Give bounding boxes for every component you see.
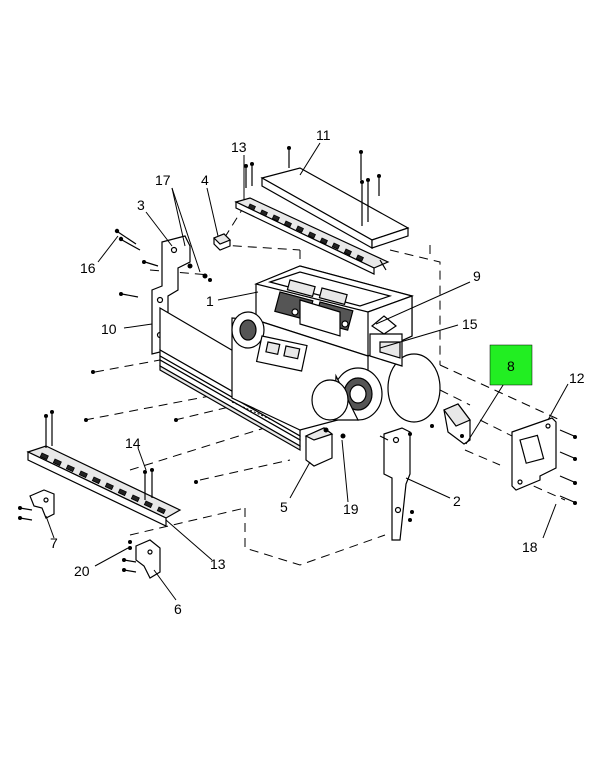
- front-panel: [159, 306, 301, 452]
- callout-8[interactable]: 8: [507, 358, 515, 374]
- callout-1[interactable]: 1: [206, 293, 214, 309]
- callout-13-top[interactable]: 13: [231, 139, 247, 155]
- callout-17[interactable]: 17: [155, 172, 171, 188]
- right-plate-12: [511, 417, 557, 491]
- callout-15[interactable]: 15: [462, 316, 478, 332]
- lower-step-13: [26, 445, 182, 527]
- callout-20[interactable]: 20: [74, 563, 90, 579]
- upper-step-13: [234, 197, 390, 275]
- right-bracket-2: [379, 427, 414, 541]
- left-bolts: [114, 228, 212, 298]
- part-6-bracket: [122, 539, 161, 579]
- part-4-block: [212, 233, 232, 251]
- upper-cover-11: [260, 167, 410, 250]
- callout-19[interactable]: 19: [343, 501, 359, 517]
- callout-6[interactable]: 6: [174, 601, 182, 617]
- part-7-bracket: [18, 489, 55, 521]
- callout-13-bottom[interactable]: 13: [210, 556, 226, 572]
- callout-2[interactable]: 2: [453, 493, 461, 509]
- callout-5[interactable]: 5: [280, 499, 288, 515]
- callout-18[interactable]: 18: [522, 539, 538, 555]
- central-unit: [231, 265, 441, 431]
- callout-3[interactable]: 3: [137, 197, 145, 213]
- part-5-box: [304, 427, 346, 467]
- callout-7[interactable]: 7: [50, 535, 58, 551]
- top-bolts: [244, 146, 387, 271]
- callout-10[interactable]: 10: [101, 321, 117, 337]
- part-8-bracket: [430, 403, 471, 445]
- misc-bolts: [84, 370, 198, 484]
- right-bolts: [559, 429, 577, 505]
- callout-labels: 1 2 3 4 5 6 7 8 9 10 11 12 13 13 14 15 1…: [50, 127, 585, 617]
- callout-9[interactable]: 9: [473, 268, 481, 284]
- callout-16[interactable]: 16: [80, 260, 96, 276]
- highlight-box-8[interactable]: [489, 344, 533, 386]
- lower-step-bolts: [44, 410, 154, 500]
- leader-lines: [45, 142, 569, 601]
- callout-11[interactable]: 11: [316, 127, 331, 143]
- callout-4[interactable]: 4: [201, 172, 209, 188]
- callout-14[interactable]: 14: [125, 435, 141, 451]
- callout-12[interactable]: 12: [569, 370, 585, 386]
